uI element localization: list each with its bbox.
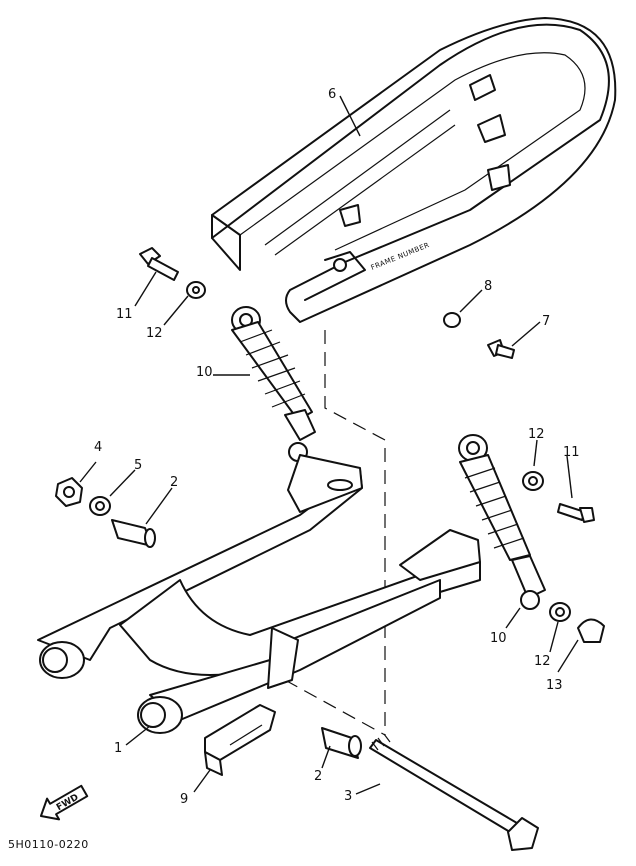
chain-case: FRAME NUMBER bbox=[211, 17, 617, 323]
callout-10-left: 10 bbox=[196, 365, 213, 380]
callout-12-right-lower: 12 bbox=[534, 654, 551, 669]
callout-6: 6 bbox=[328, 87, 336, 102]
callout-8: 8 bbox=[484, 279, 492, 294]
callout-9: 9 bbox=[180, 792, 188, 807]
swing-arm bbox=[37, 454, 481, 734]
leader-lines bbox=[79, 95, 579, 795]
callout-2-left: 2 bbox=[170, 475, 178, 490]
callout-11-right: 11 bbox=[563, 445, 580, 460]
callout-12-right-upper: 12 bbox=[528, 427, 545, 442]
right-shock-absorber bbox=[458, 434, 546, 610]
callout-labels: 6 8 7 11 12 10 4 5 2 12 11 10 12 13 1 2 … bbox=[94, 87, 580, 807]
callout-11-left: 11 bbox=[116, 307, 133, 322]
callout-12-left: 12 bbox=[146, 326, 163, 341]
callout-1: 1 bbox=[114, 741, 122, 756]
callout-3: 3 bbox=[344, 789, 352, 804]
chain-adjuster bbox=[204, 704, 276, 776]
drawing-code: 5H0110-0220 bbox=[8, 838, 89, 851]
fwd-label: FWD bbox=[55, 793, 80, 813]
callout-4: 4 bbox=[94, 440, 102, 455]
callout-2-bottom: 2 bbox=[314, 769, 322, 784]
pivot-shaft bbox=[369, 733, 539, 851]
callout-13: 13 bbox=[546, 678, 563, 693]
callout-5: 5 bbox=[134, 458, 142, 473]
left-shock-absorber bbox=[231, 306, 316, 462]
small-parts bbox=[55, 247, 605, 759]
fwd-arrow: FWD bbox=[39, 784, 89, 821]
callout-7: 7 bbox=[542, 314, 550, 329]
callout-10-right: 10 bbox=[490, 631, 507, 646]
